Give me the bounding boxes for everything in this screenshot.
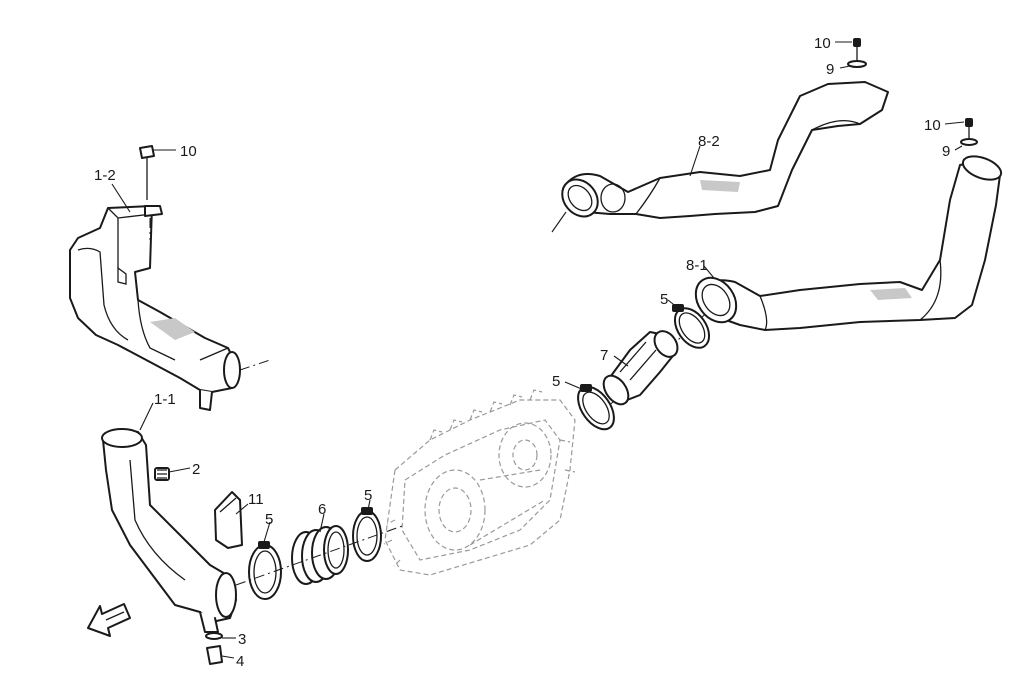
callout-6: 6 <box>318 501 326 518</box>
callout-8-1: 8-1 <box>686 257 708 274</box>
callout-leader-lines <box>111 41 965 659</box>
part-10-bolt-top <box>853 38 861 60</box>
callout-5-d: 5 <box>552 373 560 390</box>
part-1-1-lower-intake-duct <box>101 428 237 633</box>
callout-10-right: 10 <box>924 117 941 134</box>
part-7-connector-hose <box>602 330 679 406</box>
callout-5-c: 5 <box>660 291 668 308</box>
part-5-clamp-lower-left <box>248 541 282 600</box>
part-10-bolt-right <box>965 118 973 138</box>
callout-1-1: 1-1 <box>154 391 176 408</box>
callout-9-top: 9 <box>826 61 834 78</box>
part-8-2-upper-outlet-duct <box>551 81 889 233</box>
part-1-2-upper-intake-duct <box>69 205 241 411</box>
callout-4: 4 <box>236 653 244 670</box>
part-4-plug <box>206 645 223 665</box>
callout-10-left: 10 <box>180 143 197 160</box>
callout-labels: 10 1-2 1-1 2 11 5 6 5 3 4 10 9 8-2 10 9 … <box>94 35 950 670</box>
callout-7: 7 <box>600 347 608 364</box>
part-8-1-long-outlet-duct <box>694 155 1003 331</box>
callout-3: 3 <box>238 631 246 648</box>
part-9-washer-right <box>960 138 978 146</box>
part-10-bolt-left <box>139 145 155 200</box>
callout-11: 11 <box>248 491 264 508</box>
callout-10-top: 10 <box>814 35 831 52</box>
part-3-washer <box>205 632 223 640</box>
callout-5-b: 5 <box>364 487 372 504</box>
front-direction-arrow-icon <box>87 603 131 637</box>
engine-housing-outline <box>383 389 576 576</box>
callout-1-2: 1-2 <box>94 167 116 184</box>
part-9-washer-top <box>847 60 867 68</box>
callout-5-a: 5 <box>265 511 273 528</box>
callout-8-2: 8-2 <box>698 133 720 150</box>
part-2-grommet <box>154 467 170 481</box>
callout-2: 2 <box>192 461 200 478</box>
callout-9-right: 9 <box>942 143 950 160</box>
part-11-seal-plate <box>214 491 243 549</box>
part-5-clamp-lower-right <box>352 507 382 562</box>
